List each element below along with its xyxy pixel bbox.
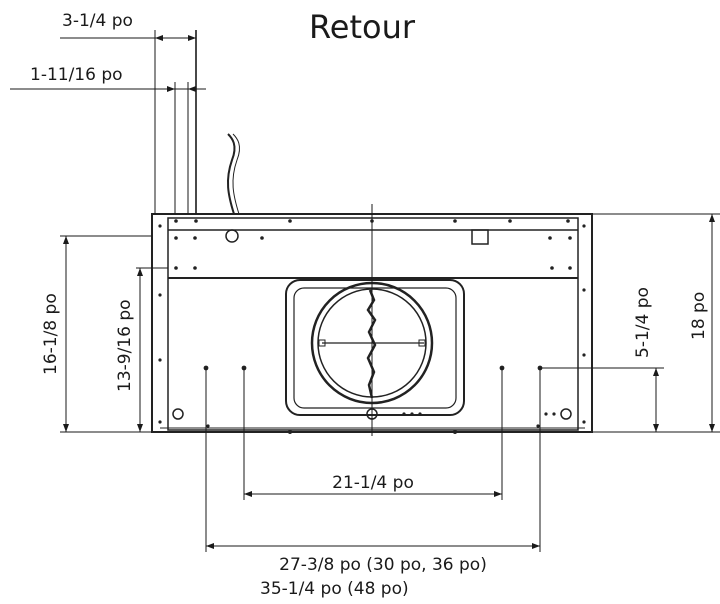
- vent-opening-outer: [285, 279, 465, 416]
- junction-box: [471, 229, 489, 245]
- power-cord: [226, 133, 236, 215]
- cord-grommet: [225, 229, 239, 243]
- power-cord-edge: [232, 133, 240, 215]
- label-right-total-height: 18 po: [689, 292, 709, 340]
- label-left-inner-height: 13-9/16 po: [115, 299, 135, 392]
- corner-hole-left: [172, 408, 184, 420]
- label-left-outer-height: 16-1/8 po: [41, 293, 61, 375]
- label-outer-width: 27-3/8 po (30 po, 36 po): [279, 555, 487, 575]
- dimension-lines: [10, 30, 720, 552]
- damper-hinge-left: [318, 339, 326, 347]
- hood-inner-frame: [167, 217, 579, 431]
- diagram-title: Retour: [309, 8, 416, 46]
- corner-hole-right: [560, 408, 572, 420]
- label-right-small-height: 5-1/4 po: [633, 287, 653, 358]
- label-inner-width: 21-1/4 po: [332, 473, 414, 493]
- label-top-offset: 3-1/4 po: [62, 11, 133, 31]
- screw-dots: [158, 219, 586, 434]
- dimension-arrows: [63, 35, 715, 549]
- label-outer-width-alt: 35-1/4 po (48 po): [260, 579, 409, 599]
- damper-hinge-right: [418, 339, 426, 347]
- label-inner-offset: 1-11/16 po: [30, 65, 123, 85]
- vent-opening-inner: [293, 287, 457, 409]
